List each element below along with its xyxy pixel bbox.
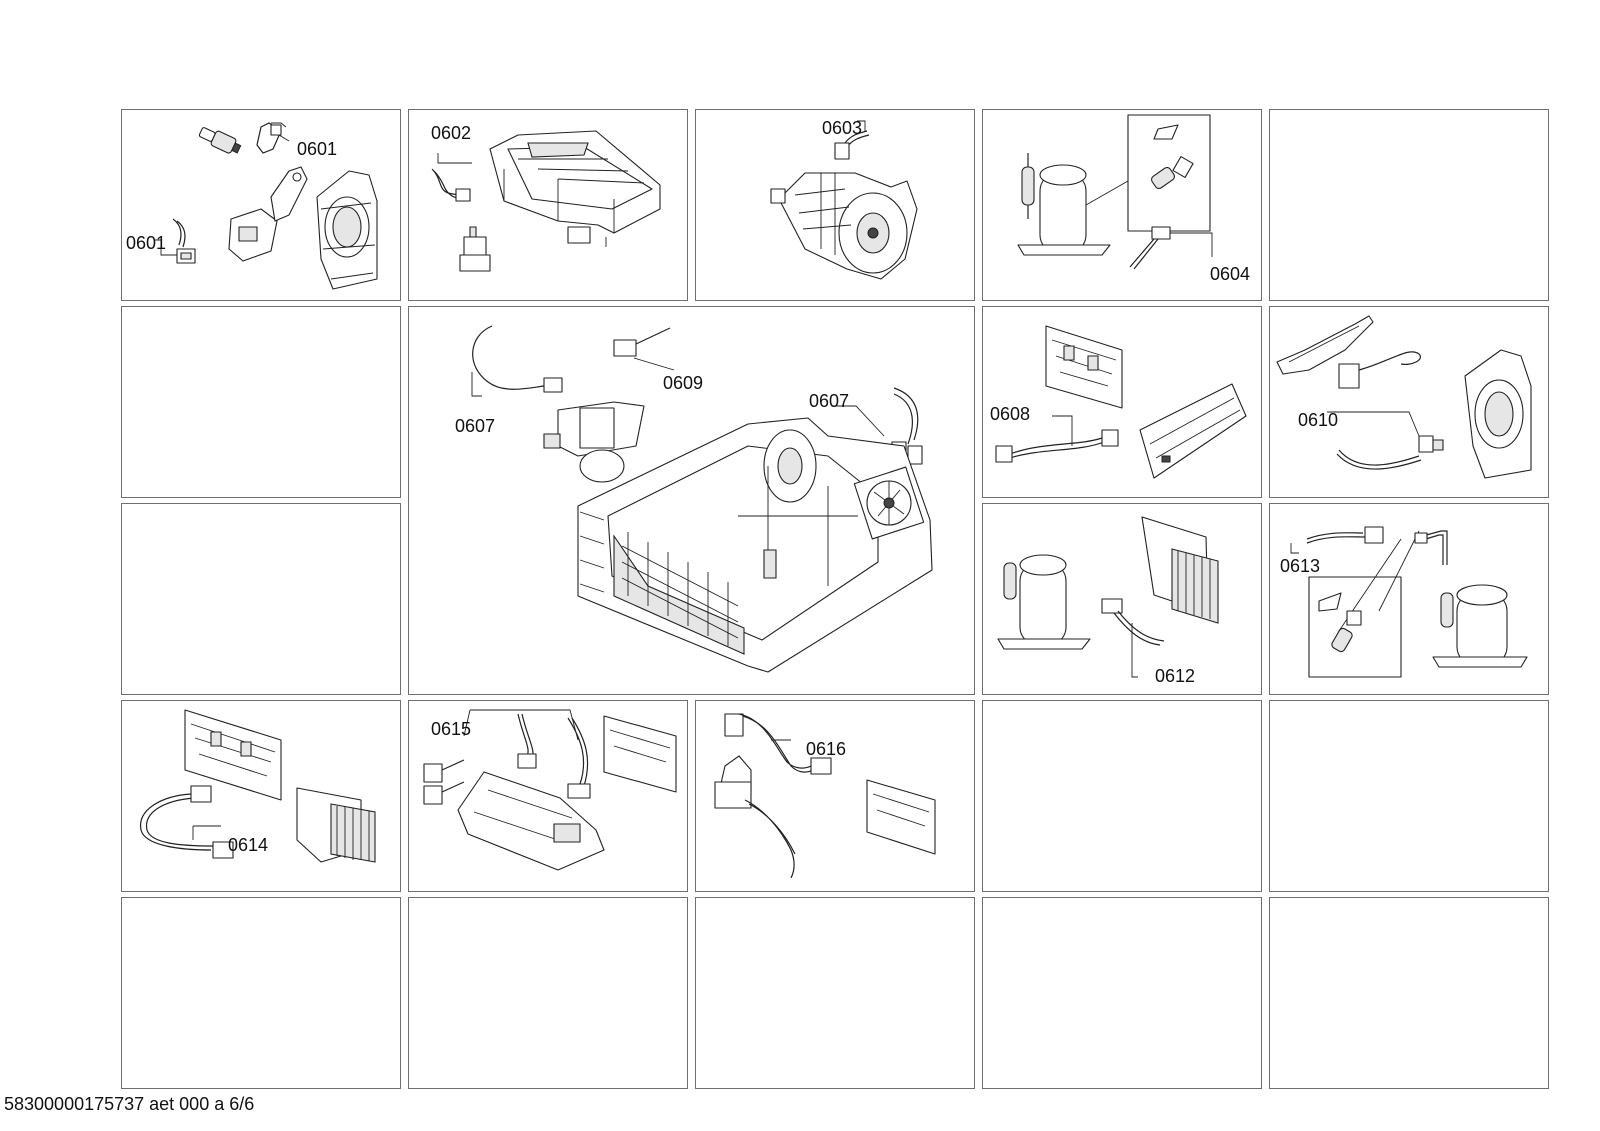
- part-label-0607: 0607: [455, 416, 496, 436]
- parts-group-0615: [408, 700, 688, 892]
- cell-r5-c1: [121, 897, 401, 1089]
- parts-group-0604: [982, 109, 1262, 301]
- cell-r4-c5: [1269, 700, 1549, 892]
- cell-r5-c3: [695, 897, 975, 1089]
- cell-r5-c4: [982, 897, 1262, 1089]
- cell-r2-c1: [121, 306, 401, 498]
- cell-r1-c5: [1269, 109, 1549, 301]
- part-label-0616: 0616: [806, 739, 847, 759]
- parts-group-0613: [1269, 503, 1549, 695]
- part-label-0603: 0603: [822, 118, 863, 138]
- part-label-0601: 0601: [126, 233, 167, 253]
- part-label-0608: 0608: [990, 404, 1031, 424]
- part-label-0609: 0609: [663, 373, 704, 393]
- parts-group-0616: [695, 700, 975, 892]
- document-reference: 58300000175737 aet 000 a 6/6: [4, 1094, 255, 1114]
- sensor-part: [198, 124, 243, 156]
- part-label-0604: 0604: [1210, 264, 1251, 284]
- part-label-0613: 0613: [1280, 556, 1321, 576]
- parts-group-0608: [982, 306, 1262, 498]
- parts-group-0612: [982, 503, 1262, 695]
- part-label-0612: 0612: [1155, 666, 1196, 686]
- cell-r5-c2: [408, 897, 688, 1089]
- cell-r4-c1: [121, 700, 401, 892]
- cell-r3-c1: [121, 503, 401, 695]
- part-label-0602: 0602: [431, 123, 472, 143]
- part-label-0601: 0601: [297, 139, 338, 159]
- part-label-0614: 0614: [228, 835, 269, 855]
- part-label-0610: 0610: [1298, 410, 1339, 430]
- parts-group-chassis: [408, 306, 975, 695]
- part-label-0615: 0615: [431, 719, 472, 739]
- parts-group-0602: [408, 109, 688, 301]
- parts-group-0614: [121, 700, 401, 892]
- cell-r5-c5: [1269, 897, 1549, 1089]
- parts-group-0610: [1269, 306, 1549, 498]
- part-label-0607: 0607: [809, 391, 850, 411]
- parts-group-0603: [695, 109, 975, 301]
- cell-r4-c4: [982, 700, 1262, 892]
- parts-group-0601: [121, 109, 401, 301]
